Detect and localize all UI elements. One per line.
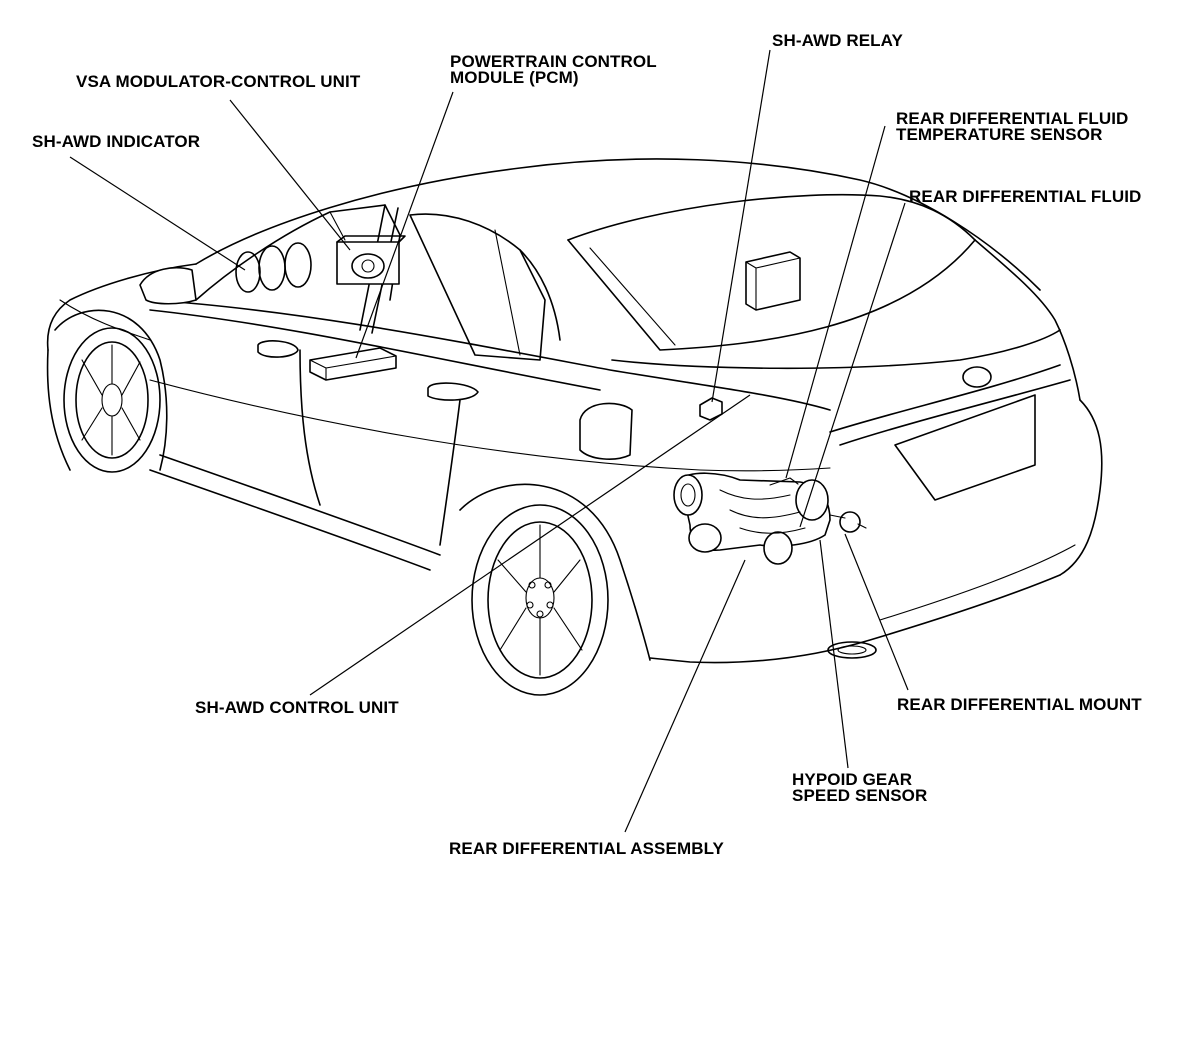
leader-lines xyxy=(69,49,909,833)
label-vsa-modulator: VSA MODULATOR-CONTROL UNIT xyxy=(76,72,361,91)
leader-vsa xyxy=(229,99,351,251)
leader-assembly xyxy=(624,559,746,833)
leader-mount xyxy=(844,533,909,691)
label-sh-awd-indicator: SH-AWD INDICATOR xyxy=(32,132,201,151)
leader-fluid-temp xyxy=(785,125,886,479)
label-sh-awd-relay: SH-AWD RELAY xyxy=(772,31,903,50)
car-body xyxy=(46,158,1103,696)
label-fluid-temperature-sensor: REAR DIFFERENTIAL FLUID TEMPERATURE SENS… xyxy=(896,109,1129,144)
label-sh-awd-control-unit: SH-AWD CONTROL UNIT xyxy=(195,698,399,717)
leader-indicator xyxy=(69,156,246,271)
label-pcm: POWERTRAIN CONTROL MODULE (PCM) xyxy=(450,52,657,87)
label-rear-differential-mount: REAR DIFFERENTIAL MOUNT xyxy=(897,695,1142,714)
leader-hypoid xyxy=(819,539,849,769)
rear-differential-drawing xyxy=(673,472,867,565)
label-rear-differential-assembly: REAR DIFFERENTIAL ASSEMBLY xyxy=(449,839,724,858)
label-hypoid-gear-speed-sensor: HYPOID GEAR SPEED SENSOR xyxy=(792,770,928,805)
label-rear-differential-fluid: REAR DIFFERENTIAL FLUID xyxy=(909,187,1142,206)
leader-pcm xyxy=(355,91,454,359)
leader-relay xyxy=(711,49,771,403)
leader-fluid xyxy=(799,202,906,528)
leader-control-unit xyxy=(309,394,751,696)
